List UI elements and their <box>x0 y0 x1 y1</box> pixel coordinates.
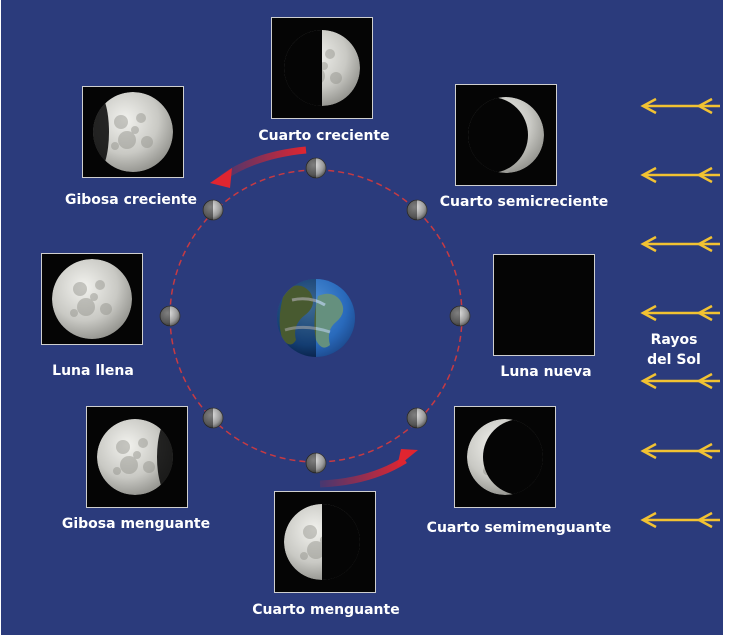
moon-icon <box>284 504 360 580</box>
moon-icon <box>93 92 173 172</box>
photo-luna-nueva <box>493 254 595 356</box>
label-cuarto-semicreciente: Cuarto semicreciente <box>440 194 608 210</box>
moon-icon <box>305 157 327 179</box>
label-luna-llena: Luna llena <box>52 363 134 379</box>
sun-ray-arrow-icon <box>640 442 720 460</box>
photo-gibosa-menguante <box>86 406 188 508</box>
sun-ray-arrow-icon <box>640 166 720 184</box>
sun-ray-arrow-icon <box>640 372 720 390</box>
moon-icon <box>202 407 224 429</box>
label-luna-nueva: Luna nueva <box>500 364 591 380</box>
moon-icon <box>406 407 428 429</box>
photo-gibosa-creciente <box>82 86 184 178</box>
moon-icon <box>202 199 224 221</box>
moon-icon <box>97 419 173 495</box>
sun-ray-arrow-icon <box>640 235 720 253</box>
label-cuarto-menguante: Cuarto menguante <box>252 602 399 618</box>
label-del-sol: del Sol <box>647 352 701 368</box>
orbit-direction-arrow-icon <box>210 146 307 188</box>
bottom-border <box>0 635 729 639</box>
photo-cuarto-creciente <box>271 17 373 119</box>
label-rayos: Rayos <box>651 332 698 348</box>
label-cuarto-creciente: Cuarto creciente <box>258 128 389 144</box>
orbit-direction-arrow-icon <box>319 449 418 488</box>
photo-cuarto-semimenguante <box>454 406 556 508</box>
label-gibosa-creciente: Gibosa creciente <box>65 192 197 208</box>
moon-icon <box>52 259 132 339</box>
right-border <box>723 0 729 635</box>
moon-icon <box>449 305 471 327</box>
sun-ray-arrow-icon <box>640 511 720 529</box>
moon-icon <box>284 30 360 106</box>
sun-ray-arrow-icon <box>640 97 720 115</box>
moon-icon <box>305 452 327 474</box>
moon-icon <box>159 305 181 327</box>
sun-ray-arrow-icon <box>640 304 720 322</box>
photo-cuarto-semicreciente <box>455 84 557 186</box>
label-cuarto-semimenguante: Cuarto semimenguante <box>427 520 612 536</box>
photo-luna-llena <box>41 253 143 345</box>
moon-icon <box>406 199 428 221</box>
photo-cuarto-menguante <box>274 491 376 593</box>
label-gibosa-menguante: Gibosa menguante <box>62 516 210 532</box>
